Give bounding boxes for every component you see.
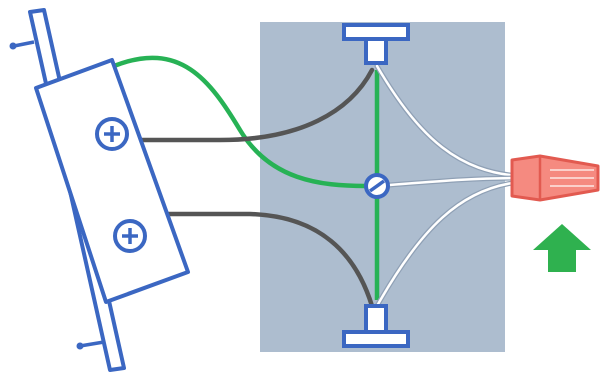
arrow-up-icon	[533, 224, 591, 272]
plus-screw-icon	[95, 117, 129, 151]
switch-body	[34, 58, 190, 304]
hot-wire-lower	[133, 211, 375, 309]
ground-wire-switch	[111, 55, 369, 189]
light-switch	[9, 8, 190, 372]
bottom-clamp	[342, 304, 410, 348]
mounting-screw-icon	[9, 40, 35, 50]
top-clamp	[342, 23, 410, 65]
wire-nut-icon	[510, 154, 600, 202]
mounting-screw-icon	[76, 340, 105, 350]
pigtail-wires	[374, 63, 523, 309]
slotted-screw-icon	[364, 173, 390, 199]
hot-wire-upper	[122, 67, 375, 143]
plus-screw-icon	[113, 219, 147, 253]
